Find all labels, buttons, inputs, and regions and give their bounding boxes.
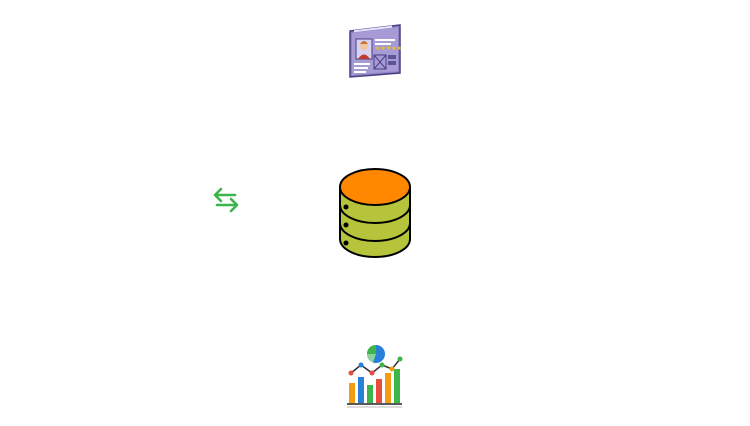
bidirectional-arrows-icon	[211, 185, 241, 215]
svg-text:★★★★★: ★★★★★	[375, 45, 402, 52]
profile-card-icon: ★★★★★	[348, 23, 402, 79]
analytics-chart-icon	[346, 343, 404, 409]
database-icon	[338, 167, 412, 259]
